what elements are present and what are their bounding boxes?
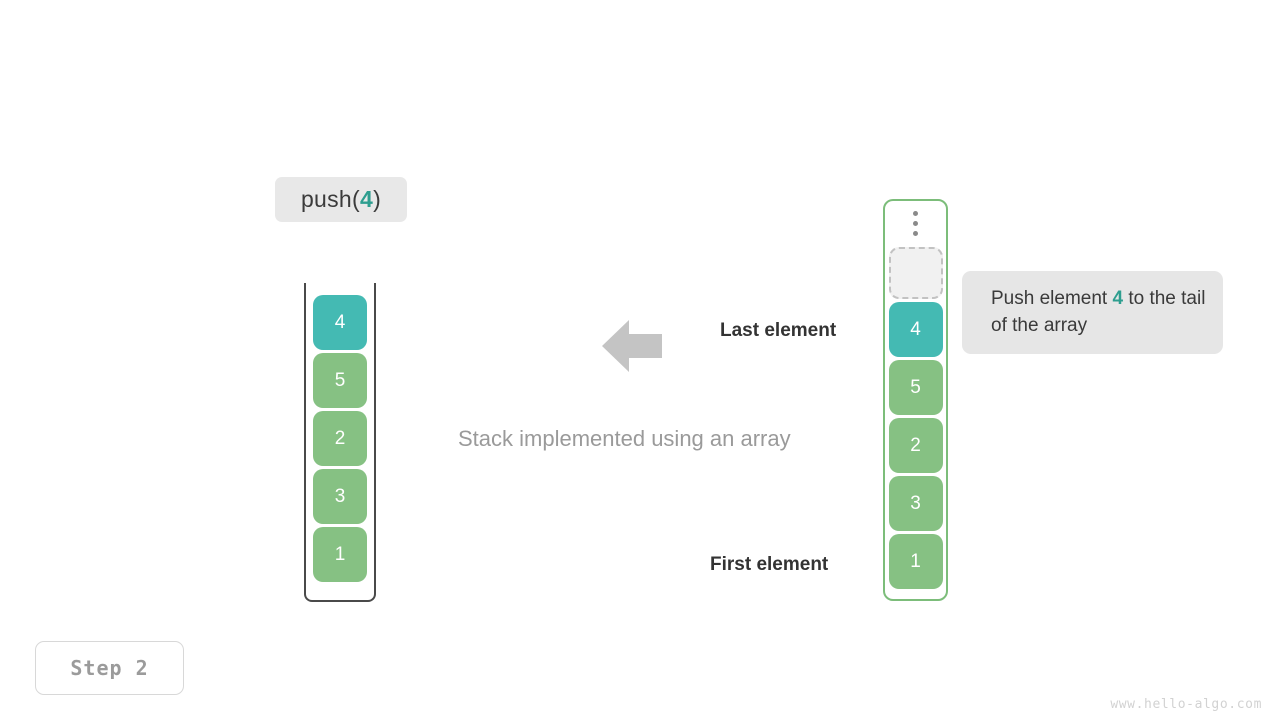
array-cell: 5 [888, 360, 943, 415]
vertical-ellipsis-icon [913, 199, 918, 247]
array-cell: 1 [888, 534, 943, 589]
array-empty-slot [888, 247, 943, 299]
stack-cell: 1 [313, 527, 367, 582]
stack-cell: 4 [313, 295, 367, 350]
callout-box: Push element 4 to the tail of the array [962, 271, 1223, 354]
array-contents: 4 5 2 3 1 [888, 199, 943, 589]
stack-cell: 5 [313, 353, 367, 408]
operation-label-argument: 4 [359, 186, 374, 212]
stack-cell-list: 4 5 2 3 1 [313, 295, 367, 582]
array-cell-list: 4 5 2 3 1 [888, 302, 943, 589]
stack-cell: 2 [313, 411, 367, 466]
callout-text-after: to the tail of the array [991, 288, 1206, 336]
watermark: www.hello-algo.com [1110, 697, 1262, 712]
step-badge: Step 2 [35, 641, 184, 695]
array-cell: 4 [888, 302, 943, 357]
array-panel: 4 5 2 3 1 [883, 199, 948, 601]
operation-label-prefix: push( [300, 186, 360, 212]
operation-label-suffix: ) [373, 186, 382, 212]
array-cell: 3 [888, 476, 943, 531]
array-cell: 2 [888, 418, 943, 473]
arrow-left-icon [602, 318, 662, 374]
label-first-element: First element [710, 554, 829, 575]
stack-caption: Stack implemented using an array [458, 426, 791, 451]
callout-accent-value: 4 [1112, 288, 1124, 309]
operation-label: push(4) [275, 177, 407, 222]
callout-text-before: Push element [991, 288, 1113, 309]
label-last-element: Last element [720, 320, 837, 341]
stack-panel: 4 5 2 3 1 [304, 283, 376, 602]
stack-cell: 3 [313, 469, 367, 524]
